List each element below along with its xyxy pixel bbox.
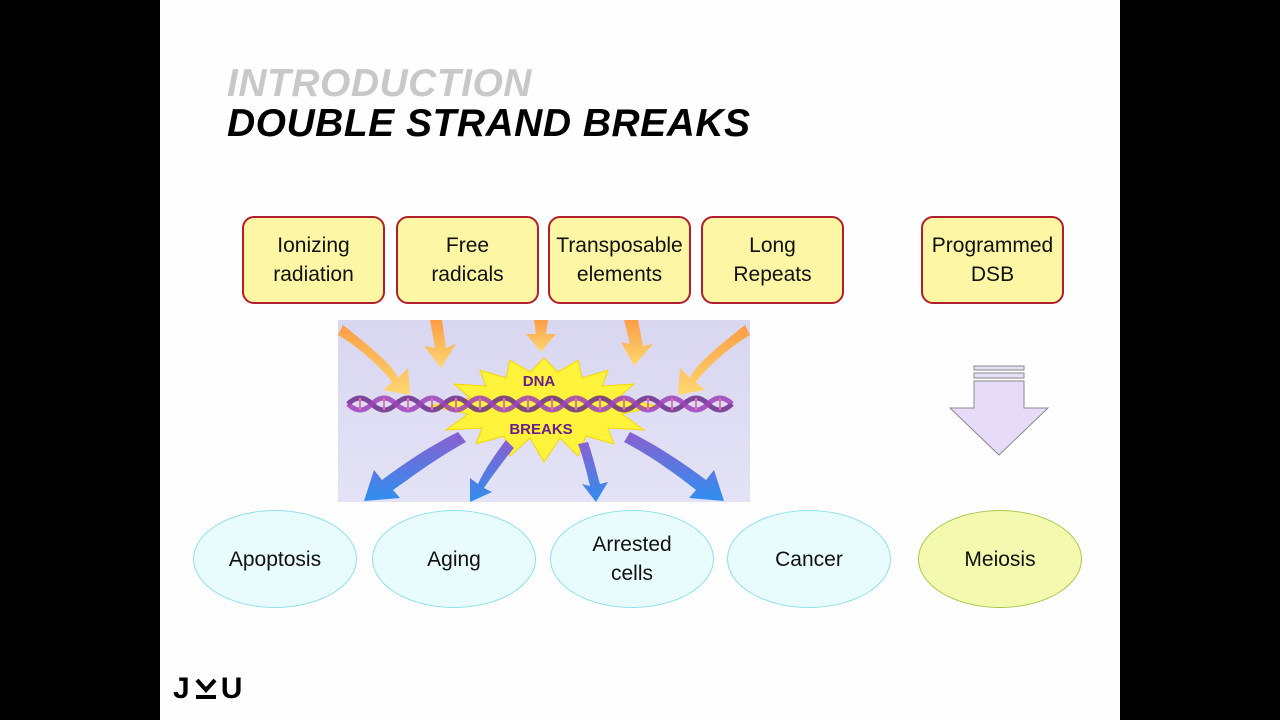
jku-logo: J U — [173, 672, 243, 706]
section-title: INTRODUCTION — [227, 62, 532, 105]
outcome-arrested-cells: Arrested cells — [550, 510, 714, 608]
breaks-label: BREAKS — [509, 421, 572, 438]
cause-box-transposable-elements: Transposable elements — [548, 216, 691, 304]
logo-letter-left: J — [173, 672, 191, 705]
outcome-meiosis: Meiosis — [918, 510, 1082, 608]
slide: INTRODUCTION DOUBLE STRAND BREAKS Ionizi… — [160, 0, 1120, 720]
slide-title: DOUBLE STRAND BREAKS — [227, 102, 751, 145]
jku-logo-mark-icon — [195, 678, 217, 699]
cause-box-ionizing-radiation: Ionizing radiation — [242, 216, 385, 304]
cause-box-free-radicals: Free radicals — [396, 216, 539, 304]
down-arrow-icon — [948, 365, 1050, 456]
programmed-dsb-box: Programmed DSB — [921, 216, 1064, 304]
outcome-apoptosis: Apoptosis — [193, 510, 357, 608]
dna-breaks-figure: DNA BREAKS — [338, 320, 750, 502]
cause-box-long-repeats: Long Repeats — [701, 216, 844, 304]
outcome-cancer: Cancer — [727, 510, 891, 608]
dna-helix-icon — [346, 395, 734, 413]
outcome-aging: Aging — [372, 510, 536, 608]
logo-letter-right: U — [220, 672, 244, 705]
dna-label: DNA — [523, 373, 556, 390]
